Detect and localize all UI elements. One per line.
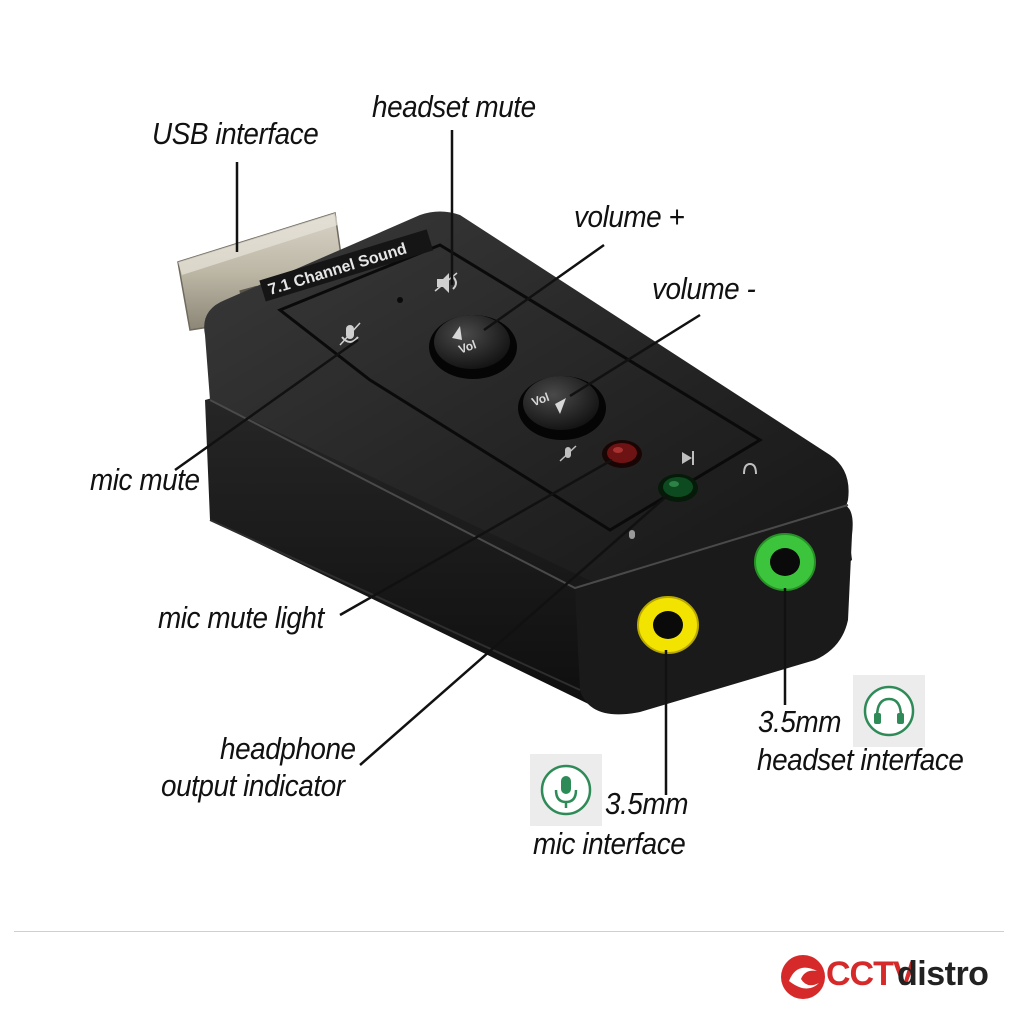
volume-down-button[interactable]: Vol [518,376,606,440]
label-headset-interface-line1: 3.5mm [758,704,842,739]
label-headset-interface-line2: headset interface [757,742,964,777]
label-headphone-line1: headphone [220,731,356,766]
volume-down-button-label: Vol [530,390,551,409]
led-mic-mute-glyph [559,445,577,462]
brand-name-part1: CCTV [826,955,916,993]
label-mic-interface-line2: mic interface [533,826,686,861]
label-usb-interface: USB interface [152,116,319,151]
jack-headset-glyph [743,462,757,475]
volume-up-button[interactable]: Vol [429,315,517,379]
device-body: 7.1 Channel Sound Vol Vol [204,211,853,715]
headset-mute-device-icon [434,272,458,293]
label-headphone-line2: output indicator [161,768,345,803]
brand-name-part2: distro [897,955,989,993]
mic-jack[interactable] [637,596,699,654]
headphones-icon [853,675,925,747]
leader-lines [174,130,787,795]
headset-jack[interactable] [754,533,816,591]
led-headphone-glyph [682,451,694,465]
mic-mute-device-icon [339,322,361,346]
label-mic-mute-light: mic mute light [158,600,324,635]
mic-mute-light [602,440,642,468]
volume-up-button-label: Vol [457,337,478,356]
label-mic-mute: mic mute [90,462,200,497]
label-mic-interface-line1: 3.5mm [605,786,689,821]
label-headset-mute: headset mute [372,89,536,124]
brand-logo-icon [781,955,825,999]
label-volume-plus: volume + [574,199,685,234]
label-volume-minus: volume - [652,271,756,306]
jack-mic-glyph [629,530,635,539]
footer-divider [14,931,1004,932]
microphone-icon [530,754,602,826]
